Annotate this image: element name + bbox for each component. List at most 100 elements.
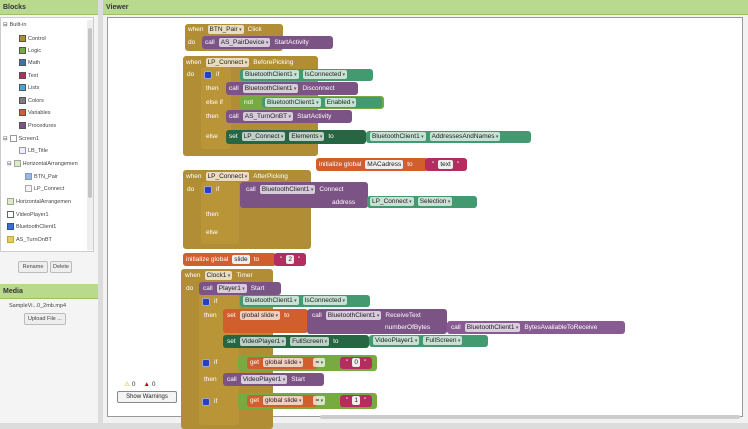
warnings-indicator: ⚠0▲0 [124,380,156,389]
category-lists[interactable]: Lists [19,84,39,91]
collapse-icon[interactable]: ⊟ [3,22,8,28]
property-dropdown[interactable]: FullScreen [290,337,330,346]
procedures-icon [19,122,26,129]
property-dropdown[interactable]: Enabled [324,98,357,107]
variable-name-field[interactable]: MACadress [365,160,404,169]
tree-screen1[interactable]: ⊟Screen1 [3,135,40,142]
mutator-gear-icon[interactable] [202,358,210,367]
component-dropdown[interactable]: BluetoothClient1 [259,185,316,194]
event-header: whenClock1Timer [185,270,253,281]
component-dropdown[interactable]: VideoPlayer1 [373,336,420,345]
tree-lp-connect[interactable]: LP_Connect [25,185,64,192]
listpicker-icon [25,185,32,192]
call-row: callVideoPlayer1Start [227,374,305,385]
show-warnings-button[interactable]: Show Warnings [117,391,177,403]
component-dropdown[interactable]: BluetoothClient1 [242,84,299,93]
component-dropdown[interactable]: AS_PairDevice [218,38,271,47]
variable-dropdown[interactable]: global slide [263,358,304,367]
workspace-scrollbar[interactable] [320,415,740,419]
call-row: callBluetoothClient1BytesAvailableToRece… [451,322,597,333]
if-row: if [202,296,217,307]
getter-row: BluetoothClient1IsConnected [243,69,348,80]
tree-horizontal-arrangement-1[interactable]: ⊟HorizontalArrangemen [7,160,78,167]
tree-lb-title[interactable]: LB_Title [19,147,48,154]
bluetooth-icon [7,223,14,230]
call-row: callBluetoothClient1ReceiveText [312,310,421,321]
tree-scrollbar[interactable] [87,20,93,250]
property-dropdown[interactable]: Elements [289,132,325,141]
mutator-gear-icon[interactable] [204,70,212,79]
category-variables[interactable]: Variables [19,109,51,116]
category-control[interactable]: Control [19,35,46,42]
getter-row: LP_ConnectSelection [370,196,453,207]
component-dropdown[interactable]: Clock1 [204,271,233,280]
tree-videoplayer1[interactable]: VideoPlayer1 [7,211,49,218]
component-dropdown[interactable]: BluetoothClient1 [243,296,299,305]
not-row: not [244,99,254,106]
property-dropdown[interactable]: IsConnected [302,296,348,305]
component-dropdown[interactable]: VideoPlayer1 [240,375,288,384]
if-row: if [204,184,219,195]
call-row: callPlayer1Start [203,283,264,294]
mutator-gear-icon[interactable] [202,297,210,306]
component-dropdown[interactable]: BTN_Pair [207,25,244,34]
component-dropdown[interactable]: Player1 [216,284,247,293]
component-dropdown[interactable]: BluetoothClient1 [325,311,382,320]
property-dropdown[interactable]: AddressesAndNames [429,132,501,141]
button-icon [25,173,32,180]
variable-dropdown[interactable]: global slide [263,396,304,405]
component-dropdown[interactable]: BluetoothClient1 [370,132,426,141]
component-dropdown[interactable]: LP_Connect [205,172,250,181]
collapse-icon[interactable]: ⊟ [3,135,8,142]
variable-name-field[interactable]: slide [232,255,250,264]
rename-button[interactable]: Rename [18,261,48,273]
property-dropdown[interactable]: Selection [417,197,453,206]
tree-btn-pair[interactable]: BTN_Pair [25,173,58,180]
component-dropdown[interactable]: BluetoothClient1 [464,323,521,332]
enabled-getter[interactable] [262,97,382,108]
tree-horizontal-arrangement-2[interactable]: HorizontalArrangemen [7,198,71,205]
collapse-icon[interactable]: ⊟ [7,160,12,167]
arrangement-icon [13,160,21,167]
component-dropdown[interactable]: LP_Connect [241,132,286,141]
lists-icon [19,84,26,91]
operator-dropdown[interactable]: = [313,396,326,405]
tree-bluetoothclient1[interactable]: BluetoothClient1 [7,223,56,230]
category-procedures[interactable]: Procedures [19,122,56,129]
property-dropdown[interactable]: IsConnected [302,70,348,79]
call-row: callBluetoothClient1Disconnect [229,83,335,94]
media-file[interactable]: SampleVi...0_2mb.mp4 [9,303,67,309]
tree-builtin[interactable]: ⊟Built-in [3,22,27,28]
category-text[interactable]: Text [19,72,38,79]
text-row: "1" [346,396,367,405]
property-dropdown[interactable]: FullScreen [423,336,463,345]
mutator-gear-icon[interactable] [202,397,210,406]
operator-dropdown[interactable]: = [313,358,326,367]
text-value-field[interactable]: text [438,160,453,169]
text-value-field[interactable]: 0 [352,358,360,367]
component-dropdown[interactable]: BluetoothClient1 [265,98,321,107]
text-value-field[interactable]: 2 [286,255,294,264]
component-dropdown[interactable]: LP_Connect [205,58,250,67]
upload-file-button[interactable]: Upload File ... [24,313,66,325]
delete-button[interactable]: Delete [50,261,72,273]
then-label: then [206,211,219,218]
init-global-slide[interactable] [183,253,276,266]
category-math[interactable]: Math [19,59,40,66]
component-dropdown[interactable]: BluetoothClient1 [243,70,299,79]
tree-as-turnonbt[interactable]: AS_TurnOnBT [7,236,52,243]
category-logic[interactable]: Logic [19,47,41,54]
variable-dropdown[interactable]: global slide [239,311,281,320]
component-dropdown[interactable]: LP_Connect [370,197,414,206]
mutator-gear-icon[interactable] [204,185,212,194]
text-value-field[interactable]: 1 [352,396,360,405]
text-icon [19,72,26,79]
arrangement-icon [7,198,14,205]
component-dropdown[interactable]: AS_TurnOnBT [242,112,294,121]
blocks-panel: Blocks ⊟Built-in Control Logic Math Text… [0,0,98,423]
component-dropdown[interactable]: VideoPlayer1 [239,337,287,346]
category-colors[interactable]: Colors [19,97,44,104]
